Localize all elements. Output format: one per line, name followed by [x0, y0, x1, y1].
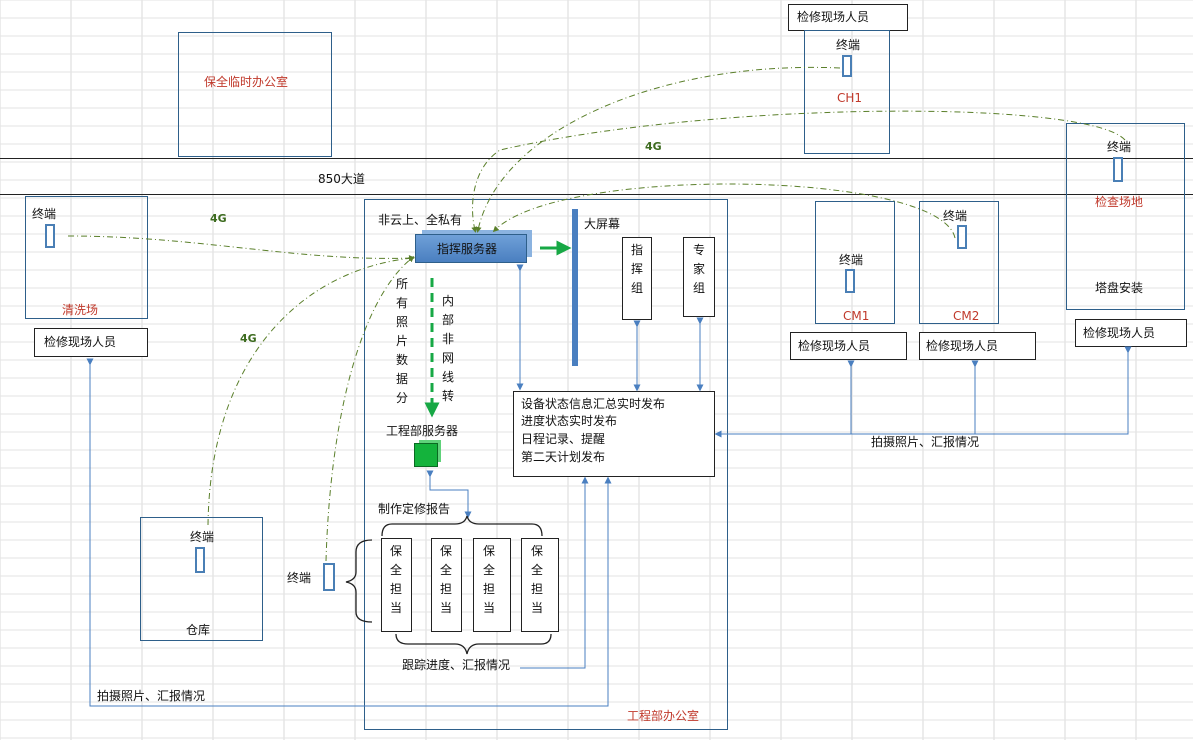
- terminal-label-warehouse: 终端: [190, 530, 215, 544]
- group-exp-box: [683, 237, 715, 317]
- big-screen-bar: [572, 209, 578, 366]
- temp-office-label: 保全临时办公室: [204, 75, 289, 89]
- terminal-label-cm1: 终端: [839, 253, 864, 267]
- link-warehouse-to-command: [207, 255, 415, 526]
- site-ch1-box: [804, 30, 890, 154]
- guard-label-4: 保全担当: [530, 544, 543, 615]
- guard-box-2: [431, 538, 462, 632]
- eng-office-label: 工程部办公室: [627, 709, 700, 723]
- photo-report-label-left: 拍摄照片、汇报情况: [97, 689, 206, 703]
- command-server: [415, 234, 527, 263]
- photo-report-label-right: 拍摄照片、汇报情况: [871, 435, 980, 449]
- site-inspect-box: [1066, 123, 1185, 310]
- site-label-warehouse: 仓库: [186, 623, 211, 637]
- terminal-label-field: 终端: [287, 571, 312, 585]
- staff-box-wash: [34, 328, 148, 357]
- brace-left: [345, 539, 373, 623]
- eng-office-note: 非云上、全私有: [378, 213, 463, 227]
- site-label-cm1: CM1: [843, 309, 870, 323]
- staff-label-wash: 检修现场人员: [44, 335, 117, 349]
- guard-label-3: 保全担当: [482, 544, 495, 615]
- terminal-icon-warehouse: [195, 547, 205, 573]
- brace-top: [381, 515, 543, 537]
- guard-label-2: 保全担当: [439, 544, 452, 615]
- site-label-wash: 清洗场: [62, 303, 99, 317]
- guard-box-4: [521, 538, 559, 632]
- terminal-label-ch1: 终端: [836, 38, 861, 52]
- guard-box-3: [473, 538, 511, 632]
- g4-label-wash: 4G: [210, 212, 227, 225]
- link-ch1-to-command: [475, 66, 841, 233]
- terminal-icon-field: [323, 563, 335, 591]
- site-cm2-box: [919, 201, 999, 324]
- brace-bottom: [395, 633, 552, 655]
- site-wash-box: [25, 196, 148, 319]
- link-cm2-to-command: [492, 183, 956, 239]
- terminal-icon-ch1: [842, 55, 852, 77]
- road-label: 850大道: [318, 172, 365, 186]
- road-line-top: [0, 158, 1193, 159]
- site-label-ch1: CH1: [837, 91, 863, 105]
- link-engserver-report: [426, 470, 472, 519]
- staff-label-inspect: 检修现场人员: [1083, 326, 1156, 340]
- link-sites-publish: [714, 346, 1132, 438]
- big-screen-label: 大屏幕: [584, 217, 621, 231]
- site-cm1-box: [815, 201, 895, 324]
- link-field-to-command: [325, 256, 415, 562]
- link-wash-to-command: [67, 235, 415, 262]
- site-label-inspect: 检查场地: [1095, 195, 1144, 209]
- guard-label-1: 保全担当: [389, 544, 402, 615]
- site-label-cm2: CM2: [953, 309, 980, 323]
- command-server-label: 指挥服务器: [437, 242, 498, 256]
- staff-label-ch1: 检修现场人员: [797, 10, 870, 24]
- g4-label-warehouse: 4G: [240, 332, 257, 345]
- track-report-label: 跟踪进度、汇报情况: [402, 658, 511, 672]
- road-line-bottom: [0, 194, 1193, 195]
- group-cmd-label: 指挥组: [630, 243, 643, 295]
- terminal-icon-inspect: [1113, 157, 1123, 182]
- terminal-label-cm2: 终端: [943, 209, 968, 223]
- terminal-label-inspect: 终端: [1107, 140, 1132, 154]
- g4-label-ch1: 4G: [645, 140, 662, 153]
- site-warehouse-box: [140, 517, 263, 641]
- link-inspect-to-command: [471, 110, 1126, 233]
- terminal-label-wash: 终端: [32, 207, 57, 221]
- link-photo-left-publish: [86, 358, 612, 707]
- guard-box-1: [381, 538, 412, 632]
- group-cmd-box: [622, 237, 652, 320]
- site-sublabel-inspect: 塔盘安装: [1095, 281, 1144, 295]
- terminal-icon-cm2: [957, 225, 967, 249]
- group-exp-label: 专家组: [692, 243, 705, 295]
- terminal-icon-wash: [45, 224, 55, 248]
- temp-office-box: [178, 32, 332, 157]
- terminal-icon-cm1: [845, 269, 855, 293]
- link-track-publish: [520, 476, 589, 669]
